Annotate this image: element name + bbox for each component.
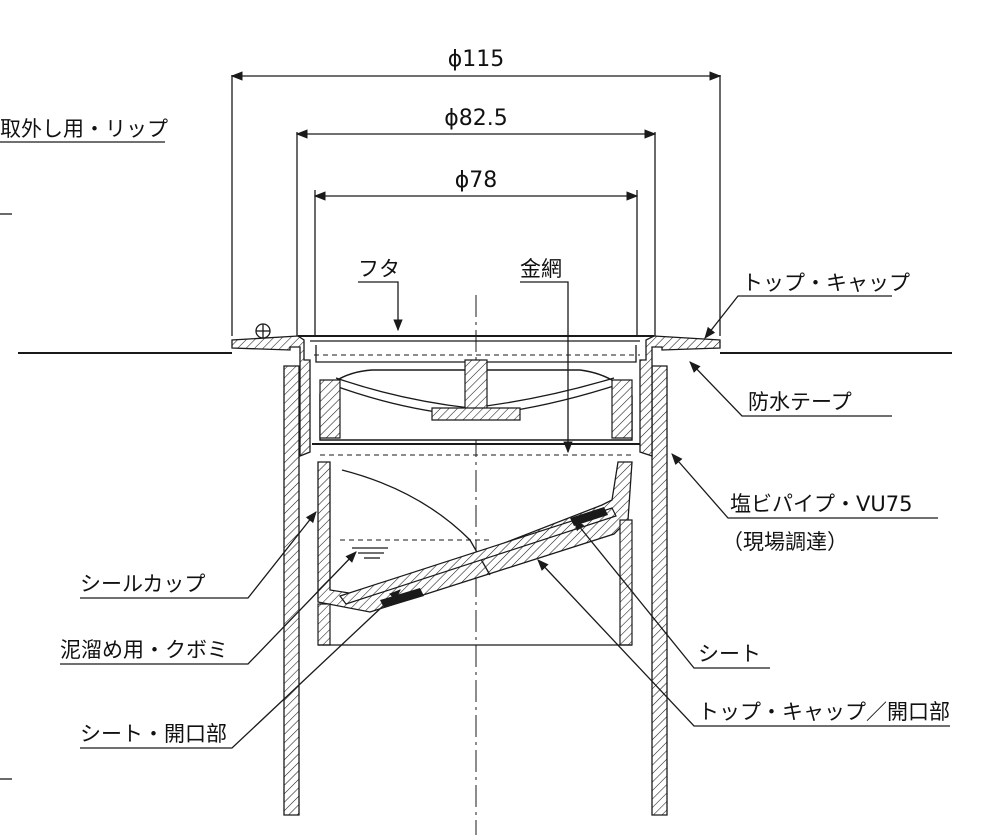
label-sheet: シート [698, 642, 761, 666]
dimension-115: ϕ115 [448, 47, 505, 72]
label-mesh: 金網 [520, 257, 562, 281]
label-pvc-pipe-note: （現場調達） [722, 530, 848, 554]
dimension-82-5: ϕ82.5 [444, 106, 508, 131]
label-pvc-pipe: 塩ビパイプ・VU75 [730, 492, 912, 516]
label-top-cap: トップ・キャップ [742, 271, 910, 295]
mesh-basket [312, 359, 640, 445]
top-cap-lower-body [317, 519, 633, 646]
dimension-lines [230, 71, 722, 336]
label-mud-recess: 泥溜め用・クボミ [60, 638, 228, 662]
pvc-pipe [283, 365, 668, 816]
sheet [339, 507, 617, 608]
label-top-cap-opening: トップ・キャップ／開口部 [698, 700, 950, 724]
label-waterproof-tape: 防水テープ [748, 390, 852, 414]
label-sheet-opening: シート・開口部 [80, 722, 227, 746]
dimension-78: ϕ78 [455, 168, 498, 193]
label-seal-cup: シールカップ [80, 572, 205, 596]
label-lid: フタ [358, 257, 400, 281]
label-lip: 取外し用・リップ [0, 117, 168, 141]
leader-lines [0, 141, 950, 749]
